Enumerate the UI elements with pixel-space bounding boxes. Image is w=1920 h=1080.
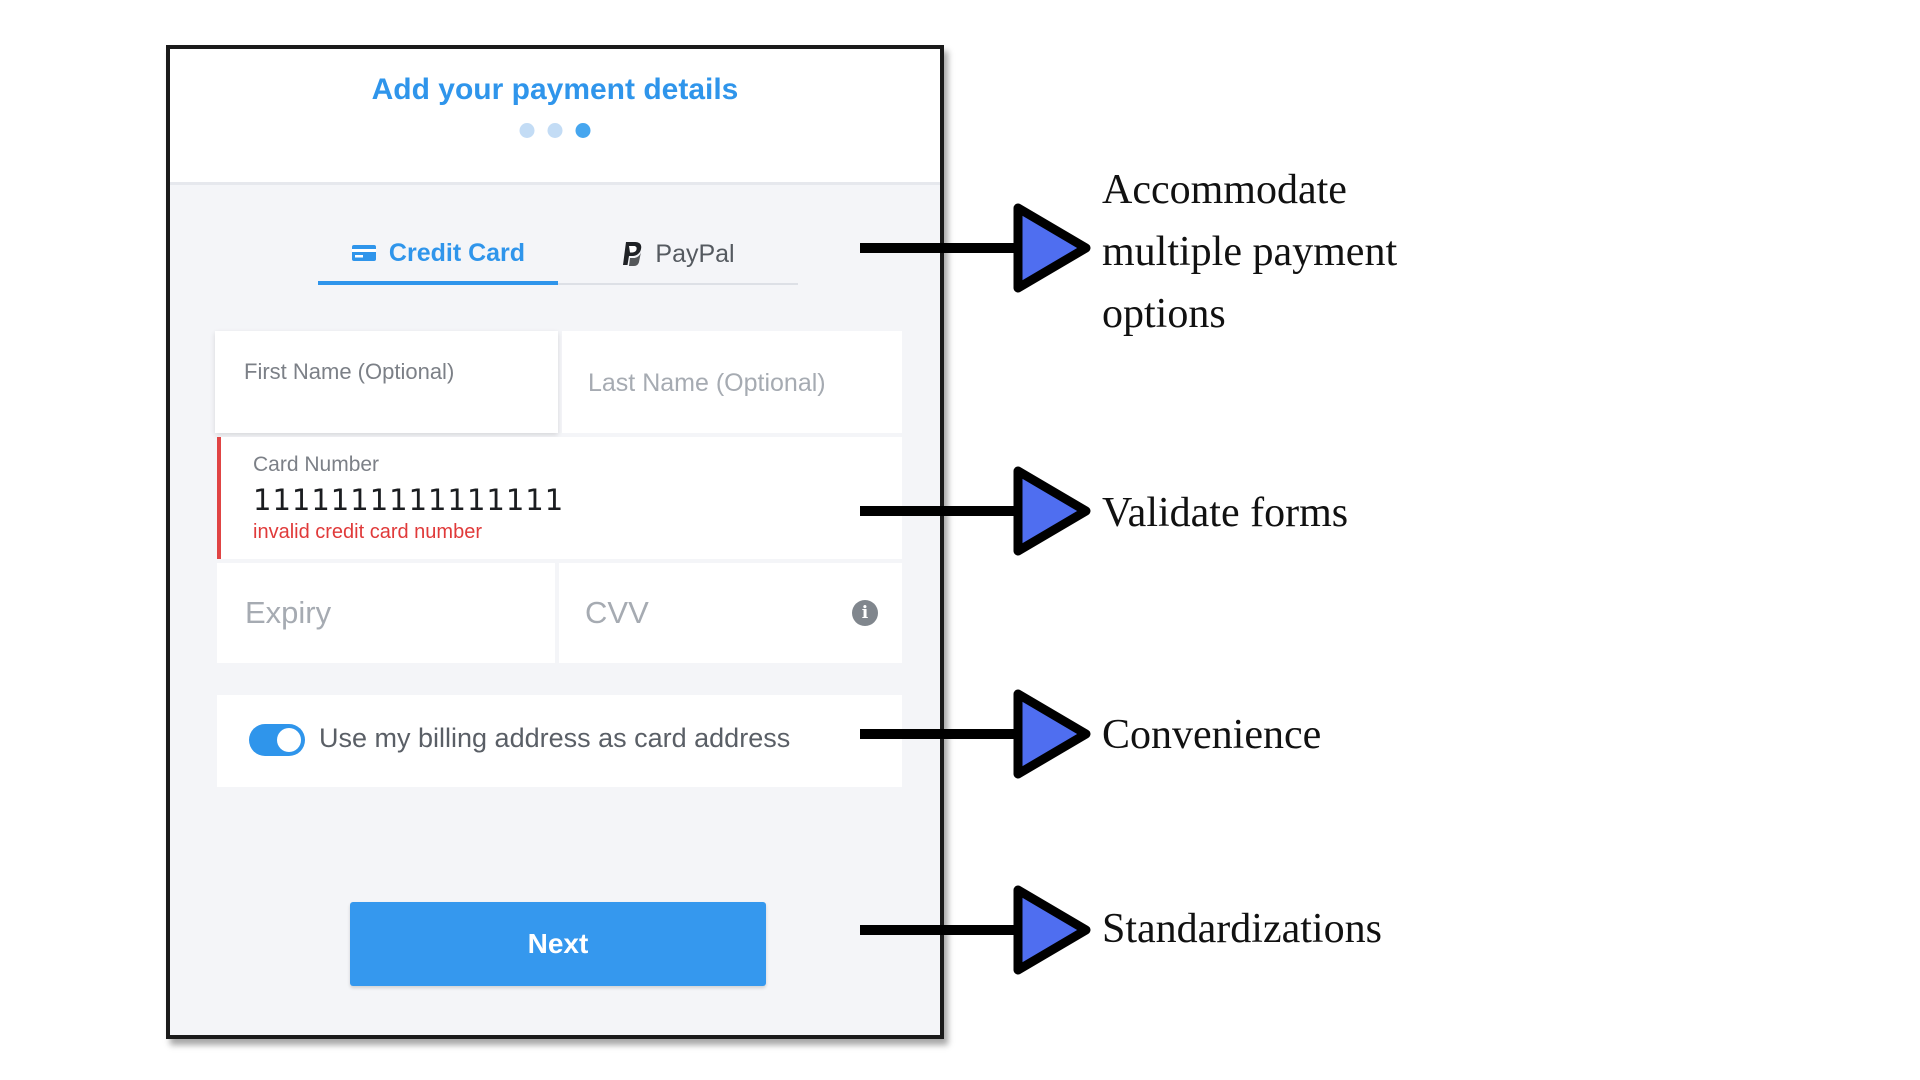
- card-number-value: 1111111111111111: [253, 483, 565, 517]
- last-name-placeholder: Last Name (Optional): [588, 369, 826, 397]
- last-name-field[interactable]: Last Name (Optional): [562, 331, 902, 433]
- billing-address-toggle[interactable]: [249, 724, 305, 756]
- first-name-field[interactable]: First Name (Optional): [215, 331, 558, 433]
- annotation-standardizations: Standardizations: [1102, 906, 1382, 952]
- arrow-validate-forms: [860, 466, 1091, 556]
- cvv-placeholder: CVV: [585, 595, 649, 630]
- next-button[interactable]: Next: [350, 902, 766, 986]
- arrow-payment-options: [860, 203, 1091, 293]
- arrow-standardizations: [860, 885, 1091, 975]
- page-title: Add your payment details: [371, 73, 739, 106]
- annotation-convenience: Convenience: [1102, 712, 1322, 758]
- expiry-placeholder: Expiry: [245, 595, 332, 630]
- payment-method-tabs: Credit Card PayPal: [318, 225, 798, 285]
- expiry-field[interactable]: Expiry: [217, 563, 555, 663]
- payment-card: Add your payment details Credit Card: [166, 45, 944, 1039]
- tab-paypal[interactable]: PayPal: [558, 225, 798, 283]
- arrow-convenience: [860, 689, 1091, 779]
- annotation-payment-options: Accommodate multiple payment options: [1102, 167, 1398, 337]
- info-icon[interactable]: i: [852, 600, 878, 626]
- billing-address-label: Use my billing address as card address: [319, 723, 791, 753]
- toggle-knob: [277, 728, 301, 752]
- step-dot-1: [519, 123, 535, 138]
- card-header: Add your payment details: [170, 49, 940, 185]
- card-number-error: invalid credit card number: [253, 521, 482, 543]
- tab-credit-card[interactable]: Credit Card: [318, 225, 558, 285]
- paypal-icon: [621, 241, 643, 267]
- step-dot-2: [547, 123, 563, 138]
- cvv-field[interactable]: CVV i: [559, 563, 902, 663]
- step-dot-3: [575, 123, 591, 138]
- billing-address-row: Use my billing address as card address: [217, 695, 902, 787]
- tab-credit-card-label: Credit Card: [388, 238, 526, 267]
- step-indicator: [519, 123, 591, 138]
- card-number-field[interactable]: Card Number 1111111111111111 invalid cre…: [217, 437, 902, 559]
- first-name-label: First Name (Optional): [244, 359, 455, 384]
- tab-paypal-label: PayPal: [655, 239, 735, 268]
- annotation-validate-forms: Validate forms: [1102, 490, 1349, 536]
- credit-card-icon: [351, 243, 377, 263]
- card-number-label: Card Number: [253, 453, 380, 476]
